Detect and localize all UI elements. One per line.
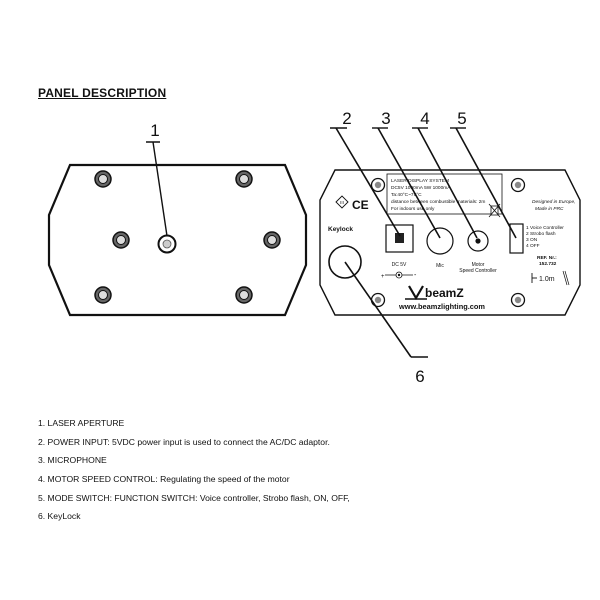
- callout-4-number: 4: [420, 109, 429, 128]
- description-item: 5. MODE SWITCH: FUNCTION SWITCH: Voice c…: [38, 492, 350, 503]
- class-iii-icon: III: [335, 195, 349, 209]
- dc-5v-label: DC 5V: [392, 262, 407, 268]
- callout-5-number: 5: [457, 109, 466, 128]
- description-item: 3. MICROPHONE: [38, 455, 107, 466]
- callout-4: 4: [412, 109, 478, 239]
- info-line: Ta:40°C~75°C: [391, 192, 422, 198]
- info-line: distance between combustible materials: …: [391, 199, 485, 205]
- cable-length-icon: [531, 270, 570, 286]
- front-screw: [235, 170, 253, 188]
- mode-option: 1 Voice Controller: [526, 225, 564, 231]
- cable-length-label: 1.0m: [539, 276, 555, 283]
- description-item: 2. POWER INPUT: 5VDC power input is used…: [38, 436, 330, 447]
- info-line: LASER DISPLAY SYSTEM: [391, 178, 449, 184]
- made-in-text: Made in PRC: [535, 206, 564, 212]
- callout-1: 1: [146, 121, 168, 237]
- front-panel: [47, 163, 308, 317]
- back-screw: [370, 292, 386, 308]
- ce-mark: CE: [352, 198, 369, 212]
- description-item: 1. LASER APERTURE: [38, 418, 125, 428]
- ref-number: 152.732: [539, 261, 557, 267]
- back-panel: LASER DISPLAY SYSTEM DC5V 1000mA 5W 1000…: [319, 169, 581, 316]
- front-screw: [94, 170, 112, 188]
- mode-switch: [509, 223, 524, 254]
- svg-text:+: +: [381, 274, 385, 280]
- front-screw: [263, 231, 281, 249]
- info-label: [386, 173, 503, 215]
- mode-option: 4 OFF: [526, 243, 540, 249]
- back-screw: [510, 292, 526, 308]
- callout-2: 2: [330, 109, 401, 237]
- callout-6: 6: [344, 261, 428, 386]
- microphone: [426, 227, 454, 255]
- ref-label: REF. Nr.:: [537, 255, 557, 261]
- callout-3: 3: [372, 109, 441, 239]
- front-screw: [112, 231, 130, 249]
- callout-6-number: 6: [415, 367, 424, 386]
- callout-1-number: 1: [150, 121, 159, 140]
- description-item: 6. KeyLock: [38, 511, 81, 522]
- keylock-label: Keylock: [328, 226, 353, 233]
- motor-label: Motor: [472, 262, 485, 268]
- designed-in-text: Designed in Europe,: [532, 199, 575, 205]
- callout-3-number: 3: [381, 109, 390, 128]
- info-line: For indoors use only: [391, 206, 435, 212]
- mic-label: Mic: [436, 263, 444, 269]
- description-item: 4. MOTOR SPEED CONTROL: Regulating the s…: [38, 474, 290, 485]
- svg-text:-: -: [414, 272, 417, 279]
- dc-polarity-icon: + -: [381, 271, 417, 280]
- back-screw: [370, 177, 386, 193]
- callout-2-number: 2: [342, 109, 351, 128]
- svg-text:beamZ: beamZ: [425, 286, 464, 300]
- info-line: DC5V 1000mA 5W 1000mA: [391, 185, 451, 191]
- svg-text:III: III: [340, 200, 344, 205]
- mode-option: 3 ON: [526, 237, 538, 243]
- callout-5: 5: [450, 109, 517, 239]
- front-screw: [235, 286, 253, 304]
- mode-option: 2 Strobo flash: [526, 231, 556, 237]
- back-screw: [510, 177, 526, 193]
- front-screw: [94, 286, 112, 304]
- website-text: www.beamzlighting.com: [398, 302, 485, 311]
- beamz-logo: beamZ: [405, 285, 464, 301]
- panel-description-heading: PANEL DESCRIPTION: [38, 86, 167, 100]
- description-list: 1. LASER APERTURE 2. POWER INPUT: 5VDC p…: [38, 418, 350, 531]
- speed-controller-label: Speed Controller: [459, 268, 497, 274]
